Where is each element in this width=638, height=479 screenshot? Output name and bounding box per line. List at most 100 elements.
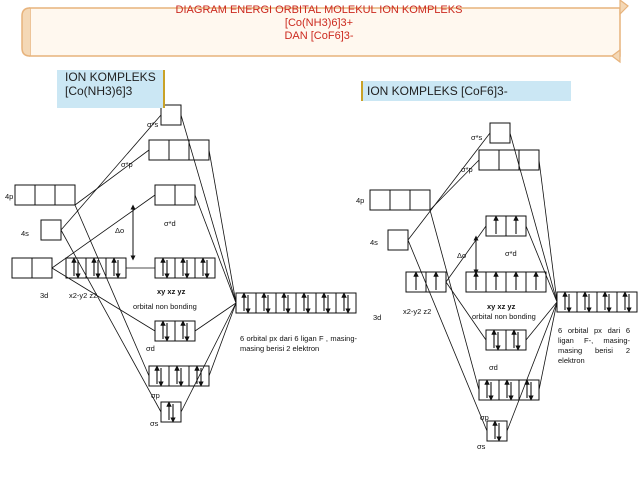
left-sigma-d-label: σd [146,344,155,353]
right-line-ligand-sigma-p-star [538,159,558,303]
right-line-ligand-sigma-s-star [509,132,558,303]
left-4p-box-2 [34,184,56,206]
right-energy-diagram [369,122,638,442]
right-line-3d-sigma-d [445,281,487,341]
title-line-1: DIAGRAM ENERGI ORBITAL MOLEKUL ION KOMPL… [175,4,463,16]
right-line-4s-sigma-s-star [407,132,491,241]
left-line-3d-sigma-d [51,267,156,332]
left-4s-label: 4s [21,229,29,238]
left-line-4s-sigma-s-star [60,114,162,231]
left-3d-left-box-2 [31,257,53,279]
left-sigma-p-star-box-1 [148,139,170,161]
left-ligand-box-1 [235,292,257,314]
right-sigma-d-box-2 [505,329,527,351]
right-sigma-s-star-label: σ*s [471,133,483,142]
left-3d-right-box-3 [105,257,127,279]
right-sigma-d-box-1 [485,329,507,351]
right-heading-box: ION KOMPLEKS [CoF6]3- [361,81,571,101]
left-sigma-d-star-box-2 [174,184,196,206]
right-4p-box-2 [389,189,411,211]
left-t2g-box-3 [194,257,216,279]
right-sigma-p-star-box-2 [498,149,520,171]
right-ligand-box-3 [596,291,618,313]
right-line-3d-sigma-d-star [445,225,487,283]
left-t2g-box-2 [174,257,196,279]
left-sigma-p-box-2 [168,365,190,387]
left-3d-right-box-1 [65,257,87,279]
right-sigma-p-box-1 [478,379,500,401]
left-t2g-label: xy xz yz [157,287,186,296]
right-3d-label: 3d [373,313,382,322]
left-4p-box-1 [14,184,36,206]
right-sigma-p-star-box-3 [518,149,540,171]
right-line-ligand-sigma-d-star [525,225,558,303]
right-sigma-s-box-1 [486,420,508,442]
left-sigma-p-star-box-2 [168,139,190,161]
right-sigma-p-star-label: σ*p [461,165,473,174]
left-sigma-d-star-label: σ*d [164,219,176,228]
right-4p-box-1 [369,189,391,211]
left-sigma-s-star-label: σ*s [147,120,159,129]
scroll-left-curl [21,7,31,57]
left-sigma-s-label: σs [150,419,159,428]
left-ligand-box-5 [315,292,337,314]
left-line-ligand-sigma-p-star [208,149,237,304]
right-heading: ION KOMPLEKS [CoF6]3- [367,84,508,98]
right-line-4p-sigma-p [429,209,480,391]
right-line-4s-sigma-s [407,239,488,432]
right-line-4p-sigma-p-star [429,159,480,211]
left-eg-label: x2-y2 z2 [69,291,98,300]
left-line-4p-sigma-p [74,204,150,377]
title-scroll-banner [21,0,629,64]
left-heading-box: ION KOMPLEKS [Co(NH3)6]3 [57,70,165,108]
right-t2g-label: xy xz yz [487,302,516,311]
left-line-ligand-sigma-d [194,302,237,332]
diagram-title: DIAGRAM ENERGI ORBITAL MOLEKUL ION KOMPL… [0,4,638,43]
right-sigma-p-label: σp [480,413,489,422]
left-line-4p-sigma-p-star [74,149,150,206]
right-nonbonding-label: orbital non bonding [472,312,536,321]
left-heading-line-2: [Co(NH3)6]3 [65,84,133,98]
left-3d-label: 3d [40,291,49,300]
right-ligand-box-2 [576,291,598,313]
title-line-2: [Co(NH3)6]3+ [284,17,354,29]
right-eg-label: x2-y2 z2 [403,307,432,316]
right-ligand-note: 6 orbital px dari 6 ligan F-, masing-mas… [558,326,630,365]
left-heading-line-1: ION KOMPLEKS [65,70,156,84]
right-sigma-p-box-2 [498,379,520,401]
right-line-ligand-sigma-s [506,301,558,432]
right-4p-label: 4p [356,196,365,205]
right-sigma-p-star-box-1 [478,149,500,171]
left-line-ligand-sigma-s [180,302,237,413]
left-4p-box-3 [54,184,76,206]
left-3d-left-box-1 [11,257,33,279]
right-ligand-box-1 [556,291,578,313]
left-line-3d-sigma-d-star [51,194,156,269]
right-sigma-s-star-box-1 [489,122,511,144]
title-line-3: DAN [CoF6]3- [284,30,354,42]
left-ligand-note: 6 orbital px dari 6 ligan F , masing-mas… [240,334,357,353]
right-line-ligand-sigma-p [538,301,558,391]
left-3d-right-box-2 [85,257,107,279]
left-ligand-box-3 [275,292,297,314]
left-sigma-d-box-2 [174,320,196,342]
scroll-bottom-curl [611,48,621,64]
right-ligand-box-4 [616,291,638,313]
left-sigma-p-box-1 [148,365,170,387]
left-sigma-s-box-1 [160,401,182,423]
right-delta-label: Δo [457,251,467,260]
left-line-ligand-sigma-p [208,302,237,377]
scroll-top-curl [619,0,629,16]
right-4s-box-1 [387,229,409,251]
left-sigma-d-box-1 [154,320,176,342]
left-ligand-box-6 [335,292,357,314]
left-nonbonding-label: orbital non bonding [133,302,197,311]
right-4s-label: 4s [370,238,378,247]
left-energy-diagram [11,104,357,423]
left-ligand-box-4 [295,292,317,314]
left-sigma-p-label: σp [151,391,160,400]
left-line-4s-sigma-s [60,229,162,413]
left-line-ligand-sigma-d-star [194,194,237,304]
